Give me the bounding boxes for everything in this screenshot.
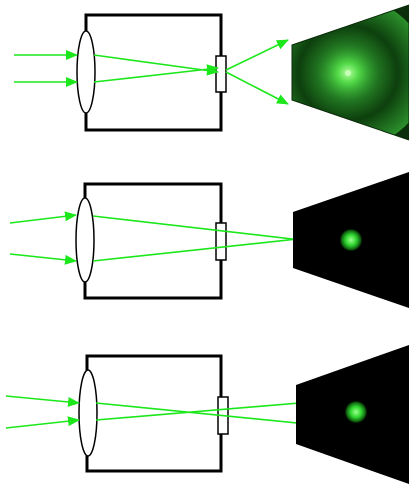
lens-2 [75,197,95,283]
slit-aperture-2 [215,222,227,261]
focus-spot-2 [339,228,363,252]
incoming-ray-top-3 [5,395,80,407]
panel-2 [9,172,409,308]
interference-screen-1 [292,5,409,140]
incoming-ray-bottom-2 [9,253,77,265]
lens-1 [76,30,96,114]
diverging-ray-up-1 [225,39,289,71]
refracted-ray-top-1 [93,54,219,76]
camera-box-1 [84,13,223,132]
pinhole-aperture-1 [215,55,227,93]
refracted-ray-bottom-1 [93,64,219,83]
focus-spot-3 [344,400,368,424]
incoming-ray-bottom-3 [5,416,80,429]
incoming-ray-top-2 [9,211,77,224]
lens-3 [78,369,98,457]
panel-3 [5,345,409,484]
camera-box-2 [83,182,223,300]
diverging-ray-down-1 [225,71,289,105]
panel-1 [14,4,409,141]
screen-frame-1 [291,4,409,141]
